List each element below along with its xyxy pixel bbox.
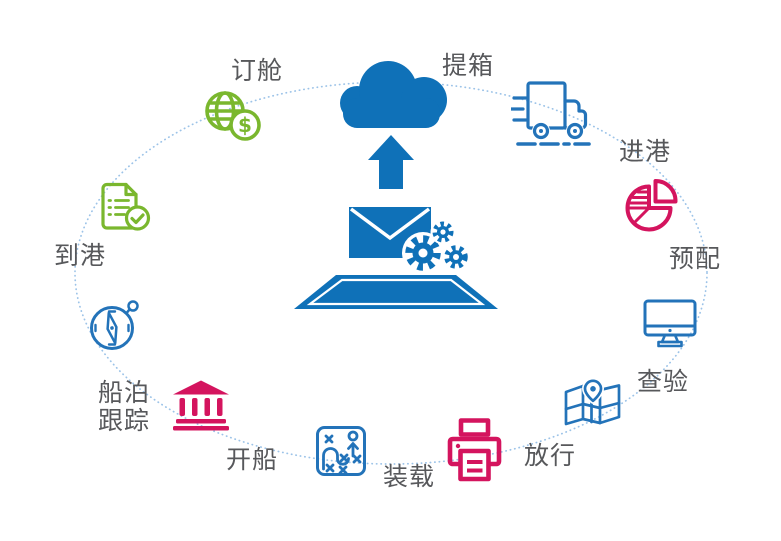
label-ship-tracking: 船泊跟踪 — [98, 379, 151, 435]
compass-icon — [90, 300, 139, 350]
upload-arrow-icon — [368, 135, 414, 189]
label-inspection: 查验 — [637, 368, 690, 396]
strategy-icon — [316, 426, 366, 476]
globe-dollar-icon: $ — [205, 91, 261, 141]
label-enter-port: 进港 — [619, 138, 672, 166]
label-departure: 开船 — [226, 446, 279, 474]
label-booking: 订舱 — [231, 57, 284, 85]
printer-icon — [447, 418, 502, 482]
pie-chart-icon — [625, 179, 678, 232]
tablet-icon — [294, 275, 498, 309]
cloud-upload-icon — [340, 61, 447, 189]
label-pickup: 提箱 — [442, 52, 495, 80]
label-release: 放行 — [524, 442, 577, 470]
truck-icon — [511, 81, 591, 146]
label-pre-stowage: 预配 — [669, 245, 722, 273]
map-pin-icon — [564, 378, 621, 426]
dotted-cycle-path — [74, 81, 708, 465]
bank-icon — [173, 380, 229, 431]
envelope-gears-icon — [349, 207, 470, 274]
svg-text:$: $ — [238, 113, 252, 137]
label-arrival: 到港 — [54, 242, 107, 270]
label-loading: 装载 — [383, 463, 436, 491]
document-check-icon — [101, 182, 151, 231]
monitor-icon — [643, 299, 697, 348]
